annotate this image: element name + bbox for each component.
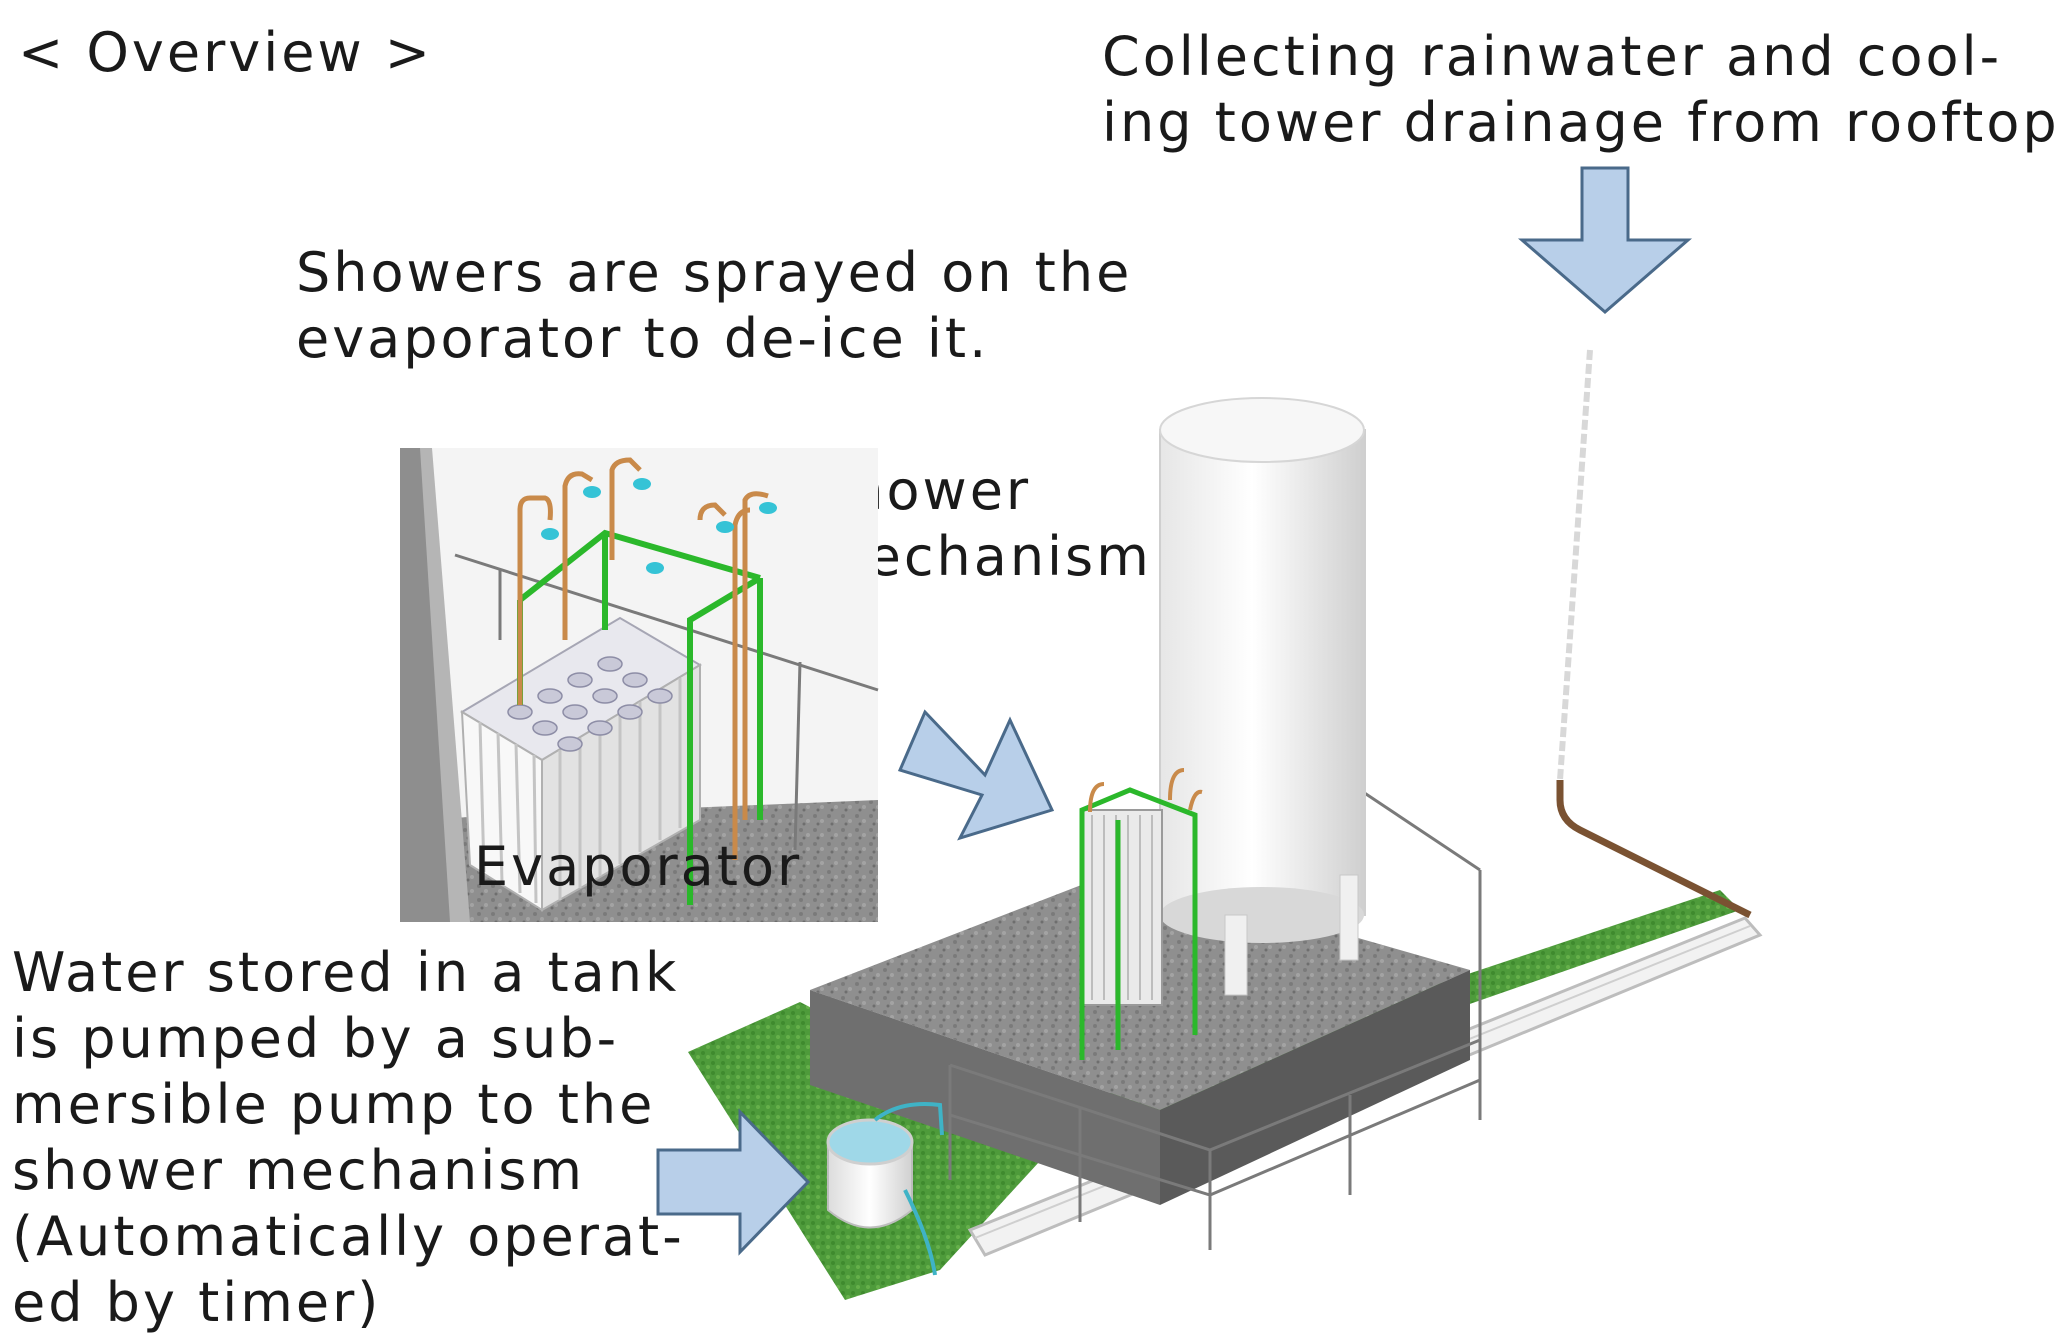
- water-caption-line-2: is pumped by a sub-: [12, 1007, 620, 1070]
- rooftop-caption-line-2: ing tower drainage from rooftop: [1102, 91, 2060, 154]
- overview-heading: < Overview >: [18, 21, 434, 84]
- rooftop-caption-line-1: Collecting rainwater and cool-: [1102, 25, 2003, 88]
- rooftop-collection-caption: Collecting rainwater and cool- ing tower…: [1102, 24, 2060, 156]
- shower-deice-caption: Showers are sprayed on the evaporator to…: [296, 240, 1132, 372]
- shower-mechanism-small: [1079, 768, 1203, 1060]
- arrow-to-water-tank: [656, 1108, 811, 1256]
- water-caption-line-1: Water stored in a tank: [12, 941, 680, 1004]
- water-caption-line-4: shower mechanism: [12, 1139, 585, 1202]
- water-tank-caption: Water stored in a tank is pumped by a su…: [12, 940, 685, 1336]
- rooftop-drain-pipe: [1556, 349, 1752, 919]
- water-tank-bucket: [826, 1102, 944, 1276]
- evaporator-fins: [460, 616, 702, 912]
- shower-caption-line-2: evaporator to de-ice it.: [296, 307, 990, 370]
- water-caption-line-5: (Automatically operat-: [12, 1205, 685, 1268]
- evaporator-label: Evaporator: [474, 835, 803, 898]
- shower-caption-line-1: Showers are sprayed on the: [296, 241, 1133, 304]
- guard-fence: [948, 788, 1482, 1250]
- evaporator-closeup-inset: [400, 448, 879, 922]
- shower-nozzles: [541, 478, 777, 574]
- grass-strip: [688, 890, 1740, 1300]
- water-caption-line-6: ed by timer): [12, 1271, 382, 1334]
- shower-copper-pipes: [517, 457, 769, 860]
- arrow-rooftop-down: [1517, 166, 1693, 314]
- water-caption-line-3: mersible pump to the: [12, 1073, 656, 1136]
- storage-tank: [1159, 397, 1366, 996]
- arrow-to-shower-mechanism: [897, 709, 1055, 841]
